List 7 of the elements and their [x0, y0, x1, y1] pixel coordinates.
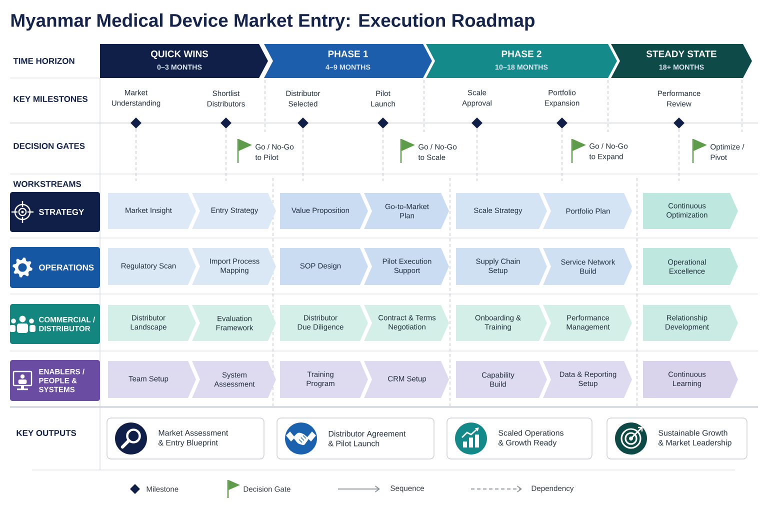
row-header: TIME HORIZON — [13, 58, 74, 64]
title: Myanmar Medical Device Market Entry: Execution Roadmap — [11, 13, 534, 31]
row-header: DECISION GATES — [14, 143, 85, 149]
row-header: KEY OUTPUTS — [16, 430, 76, 436]
row-header: KEY MILESTONES — [14, 96, 88, 102]
workstream-header: STRATEGY — [10, 192, 100, 232]
workstream-header: OPERATIONS — [10, 247, 100, 288]
